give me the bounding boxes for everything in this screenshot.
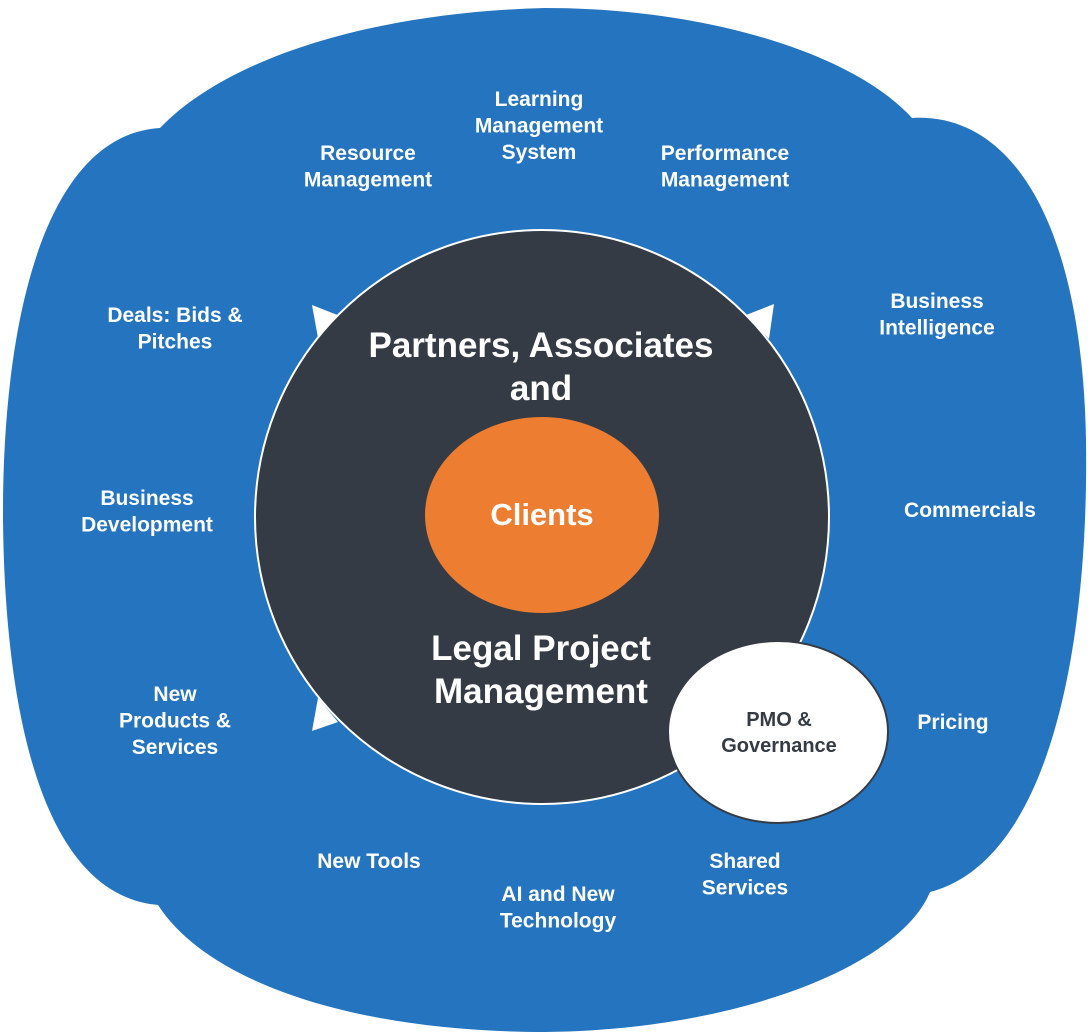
- outer-label-pricing: Pricing: [917, 711, 988, 734]
- pmo-label-line-2: Governance: [721, 735, 837, 757]
- outer-label-line: Learning: [495, 88, 584, 111]
- outer-label-line: Deals: Bids &: [107, 304, 242, 327]
- pmo-label-line-1: PMO &: [746, 709, 812, 731]
- outer-label-line: New Tools: [317, 850, 420, 873]
- outer-label-line: Pricing: [917, 711, 988, 734]
- outer-label-line: Management: [475, 115, 603, 138]
- outer-label-line: Pitches: [138, 331, 213, 354]
- outer-label-line: Business: [100, 487, 193, 510]
- outer-label-line: System: [502, 141, 577, 164]
- outer-label-line: AI and New: [501, 883, 615, 906]
- outer-label-line: Services: [702, 877, 788, 900]
- clients-label: Clients: [490, 497, 593, 532]
- outer-label-line: Development: [81, 514, 213, 537]
- outer-label-line: Performance: [661, 142, 789, 165]
- pmo-governance-node: [667, 640, 889, 824]
- outer-label-line: Technology: [500, 910, 617, 933]
- inner-title-line-1: Partners, Associates: [369, 326, 714, 365]
- outer-label-line: Intelligence: [879, 317, 995, 340]
- inner-title-line-2: and: [510, 369, 572, 408]
- outer-label-line: Management: [661, 169, 789, 192]
- outer-label-line: Business: [890, 290, 983, 313]
- pointer-arrow-top-left: [312, 305, 340, 338]
- pointer-arrow-bottom-left: [312, 698, 338, 731]
- outer-label-line: Commercials: [904, 499, 1036, 522]
- outer-label-commercials: Commercials: [904, 499, 1036, 522]
- outer-label-line: New: [153, 683, 197, 706]
- clients-core: [425, 417, 659, 613]
- outer-label-line: Management: [304, 169, 432, 192]
- outer-label-line: Products &: [119, 710, 231, 733]
- outer-label-new-tools: New Tools: [317, 850, 420, 873]
- outer-label-deals-bids-pitches: Deals: Bids & Pitches: [107, 304, 242, 354]
- outer-label-line: Services: [132, 736, 218, 759]
- outer-label-line: Shared: [709, 850, 780, 873]
- lpm-title-line-2: Management: [434, 672, 648, 711]
- lpm-title-line-1: Legal Project: [431, 629, 651, 668]
- outer-label-line: Resource: [320, 142, 416, 165]
- pointer-arrow-top-right: [746, 304, 774, 339]
